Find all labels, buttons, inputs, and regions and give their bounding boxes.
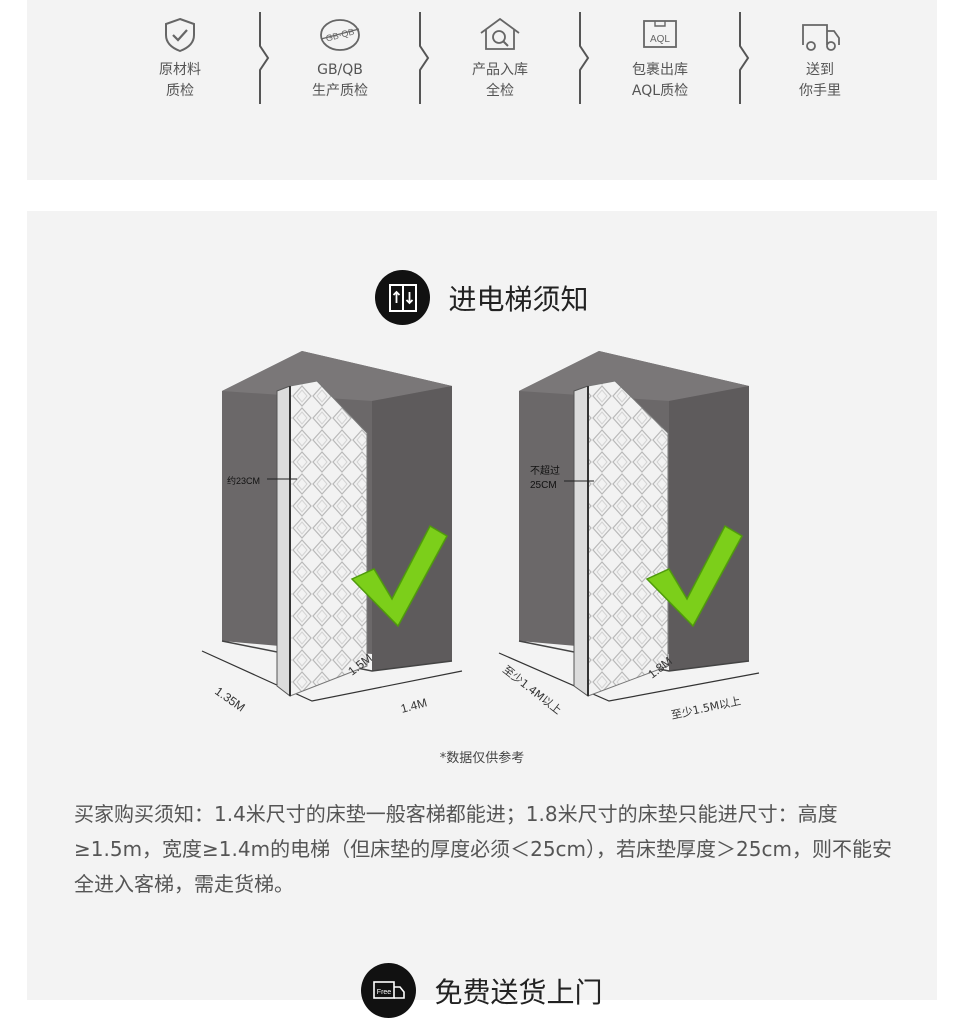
qc-step-line1: 送到 xyxy=(806,62,834,78)
chevron-divider-icon xyxy=(739,12,750,104)
stamp-text: GB·QB xyxy=(325,26,356,43)
chevron-divider-icon xyxy=(419,12,430,104)
qc-steps: 原材料 质检 GB·QB GB/QB 生产质检 产品入库 全检 AQL 包 xyxy=(27,10,937,110)
buyer-notice-text: 买家购买须知：1.4米尺寸的床垫一般客梯都能进；1.8米尺寸的床垫只能进尺寸：高… xyxy=(74,802,892,896)
elevator-section-title: 进电梯须知 xyxy=(448,282,589,316)
reference-note: *数据仅供参考 xyxy=(439,751,525,766)
elevator-notice-panel: 进电梯须知 约23CM 1.35M 1.5M 1 xyxy=(27,211,937,1018)
qc-step-line1: 产品入库 xyxy=(472,62,528,78)
gb-qb-stamp-icon: GB·QB xyxy=(280,10,400,60)
qc-process-panel: 原材料 质检 GB·QB GB/QB 生产质检 产品入库 全检 AQL 包 xyxy=(27,0,937,180)
qc-step-line1: 原材料 xyxy=(159,62,201,78)
warehouse-search-icon xyxy=(440,10,560,60)
right-mattress xyxy=(573,380,669,697)
checkmark-icon xyxy=(350,524,449,628)
qc-step-line2: 你手里 xyxy=(799,83,841,99)
aql-box-icon: AQL xyxy=(600,10,720,60)
left-mattress xyxy=(276,380,368,698)
qc-step-line2: 质检 xyxy=(166,83,194,99)
free-delivery-icon: Free xyxy=(361,963,417,1018)
qc-step-delivery: 送到 你手里 xyxy=(760,10,880,102)
qc-step-production: GB·QB GB/QB 生产质检 xyxy=(280,10,400,102)
qc-step-line2: 全检 xyxy=(486,83,514,99)
chevron-divider-icon xyxy=(259,12,270,104)
delivery-section-header: Free 免费送货上门 xyxy=(27,963,937,1018)
left-width-label: 1.4M xyxy=(399,695,428,715)
right-thickness-label-line2: 25CM xyxy=(530,480,557,491)
right-width-label: 至少1.5M以上 xyxy=(670,694,742,721)
checkmark-icon xyxy=(645,524,744,628)
aql-box-text: AQL xyxy=(650,34,670,45)
qc-step-package: AQL 包裹出库 AQL质检 xyxy=(600,10,720,102)
delivery-truck-icon xyxy=(760,10,880,60)
left-depth-label: 1.35M xyxy=(212,684,247,715)
free-badge-text: Free xyxy=(377,989,392,996)
qc-step-line1: 包裹出库 xyxy=(632,62,688,78)
shield-check-icon xyxy=(120,10,240,60)
elevator-illustration: 约23CM 1.35M 1.5M 1.4M 不超过 25CM 至少1.4M以上 xyxy=(201,351,760,722)
qc-step-line2: AQL质检 xyxy=(631,83,689,99)
right-elevator: 不超过 25CM 至少1.4M以上 1.8M 至少1.5M以上 xyxy=(498,351,760,722)
elevator-section-header: 进电梯须知 xyxy=(27,270,937,325)
elevator-icon xyxy=(375,270,431,325)
right-depth-label: 至少1.4M以上 xyxy=(500,663,564,717)
qc-step-raw-material: 原材料 质检 xyxy=(120,10,240,102)
delivery-section-title: 免费送货上门 xyxy=(434,975,603,1009)
left-thickness-label: 约23CM xyxy=(227,475,260,486)
chevron-divider-icon xyxy=(579,12,590,104)
qc-step-warehouse: 产品入库 全检 xyxy=(440,10,560,102)
qc-step-line1: GB/QB xyxy=(317,62,363,78)
right-thickness-label-line1: 不超过 xyxy=(530,464,560,477)
left-elevator: 约23CM 1.35M 1.5M 1.4M xyxy=(201,351,463,716)
qc-step-line2: 生产质检 xyxy=(312,83,368,99)
